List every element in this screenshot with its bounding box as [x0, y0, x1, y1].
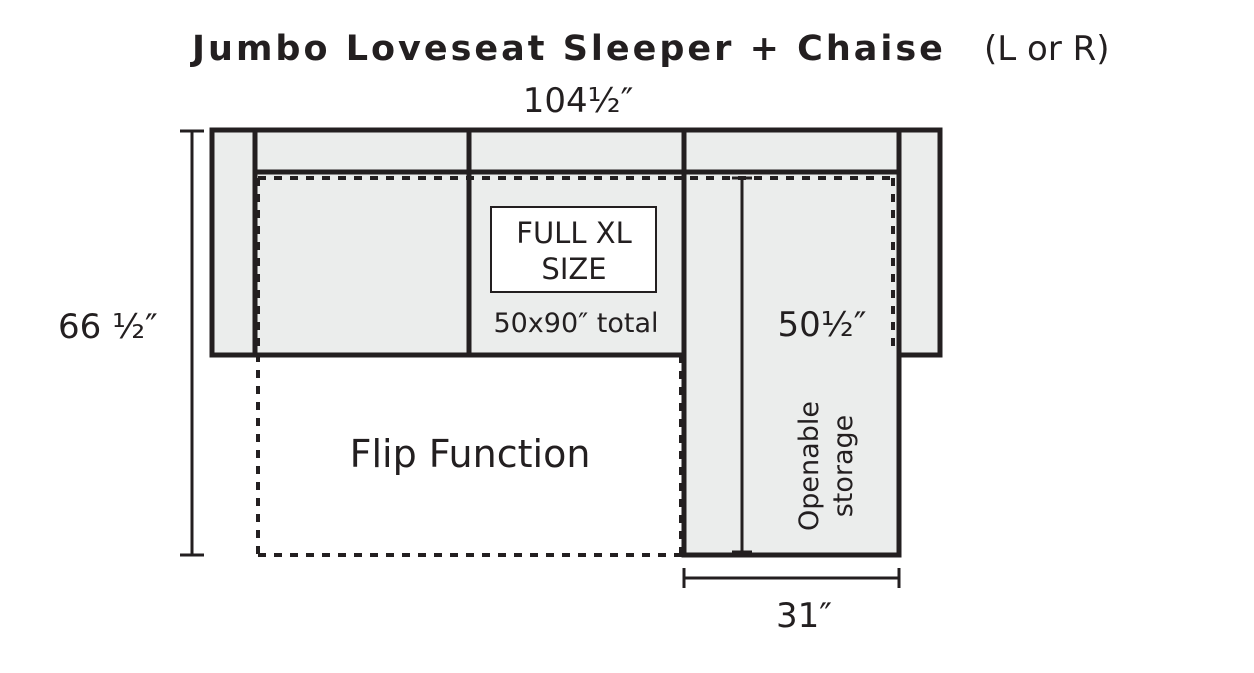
overall-width-label: 104½″: [523, 81, 634, 121]
storage-label-line1: Openable: [794, 401, 825, 531]
diagram-subtitle: (L or R): [984, 29, 1110, 69]
diagram-title: Jumbo Loveseat Sleeper + Chaise: [190, 29, 946, 69]
bed-size-line2: SIZE: [541, 252, 606, 286]
storage-label-line2: storage: [828, 415, 859, 518]
chaise-width-label: 31″: [776, 596, 832, 636]
right-arm: [896, 127, 943, 358]
chaise-length-dimension-line: [732, 176, 752, 554]
chaise-width-dimension-line: [682, 568, 901, 588]
flip-function-label: Flip Function: [350, 432, 591, 476]
left-arm: [209, 127, 258, 358]
overall-depth-label: 66 ½″: [58, 307, 158, 347]
storage-label-group: Openable storage: [794, 401, 859, 531]
bed-total-size: 50x90″ total: [493, 308, 658, 339]
bed-size-box: [490, 206, 657, 293]
chaise-section: [681, 127, 902, 558]
chaise-length-label: 50½″: [778, 305, 867, 345]
sleeper-bed-outline: [256, 176, 895, 557]
bed-size-line1: FULL XL: [516, 216, 631, 250]
overall-depth-dimension-line: [180, 129, 204, 557]
